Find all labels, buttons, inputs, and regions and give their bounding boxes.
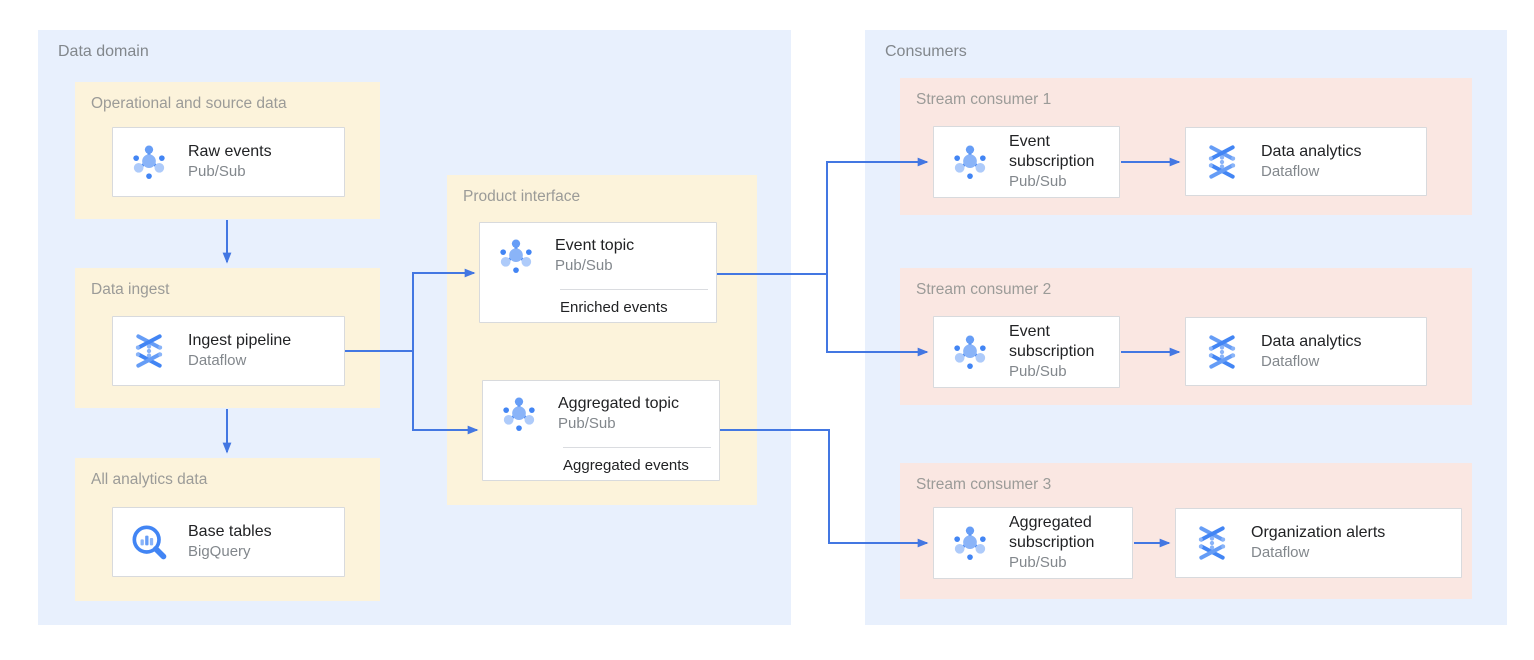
pubsub-icon [496, 236, 536, 276]
card-title: Organization alerts [1251, 524, 1386, 541]
group-stream-consumer-1: Stream consumer 1 Event subscription Pub… [900, 78, 1472, 215]
pubsub-icon [950, 523, 990, 563]
card-raw-events: Raw events Pub/Sub [112, 127, 345, 197]
pubsub-icon [950, 142, 990, 182]
card-aggregated-subscription: Aggregated subscription Pub/Sub [933, 507, 1133, 579]
card-aggregated-topic: Aggregated topic Pub/Sub Aggregated even… [482, 380, 720, 481]
pubsub-icon [499, 394, 539, 434]
dataflow-icon [1202, 332, 1242, 372]
card-event-subscription-1: Event subscription Pub/Sub [933, 126, 1120, 198]
card-service: Pub/Sub [1009, 173, 1067, 190]
dataflow-icon [1192, 523, 1232, 563]
bigquery-icon [129, 522, 169, 562]
card-data-analytics-2: Data analytics Dataflow [1185, 317, 1427, 386]
card-title: Event topic [555, 237, 635, 254]
card-service: Pub/Sub [1009, 363, 1067, 380]
card-data-analytics-1: Data analytics Dataflow [1185, 127, 1427, 196]
consumers-label: Consumers [885, 43, 967, 60]
consumers-container: Consumers Stream consumer 1 Event subscr… [865, 30, 1507, 625]
data-domain-label: Data domain [58, 43, 149, 60]
card-service: Pub/Sub [188, 163, 246, 180]
group-label: Product interface [463, 188, 581, 205]
dataflow-icon [1202, 142, 1242, 182]
card-note: Enriched events [560, 289, 708, 316]
card-event-topic: Event topic Pub/Sub Enriched events [479, 222, 717, 323]
card-service: Pub/Sub [1009, 554, 1067, 571]
card-title: Aggregated subscription [1009, 514, 1095, 551]
pubsub-icon [129, 142, 169, 182]
card-service: Dataflow [188, 352, 247, 369]
dataflow-icon [129, 331, 169, 371]
card-service: Pub/Sub [555, 257, 613, 274]
card-service: BigQuery [188, 543, 251, 560]
group-label: Data ingest [91, 281, 170, 298]
group-label: Stream consumer 2 [916, 281, 1052, 298]
card-service: Dataflow [1251, 544, 1310, 561]
card-title: Aggregated topic [558, 395, 679, 412]
card-ingest-pipeline: Ingest pipeline Dataflow [112, 316, 345, 386]
card-title: Base tables [188, 523, 272, 540]
card-title: Event subscription [1009, 323, 1095, 360]
card-service: Dataflow [1261, 352, 1320, 370]
group-label: All analytics data [91, 471, 208, 488]
pubsub-icon [950, 332, 990, 372]
group-stream-consumer-3: Stream consumer 3 Aggregated subscriptio… [900, 463, 1472, 599]
group-label: Stream consumer 1 [916, 91, 1052, 108]
group-stream-consumer-2: Stream consumer 2 Event subscription Pub… [900, 268, 1472, 405]
card-title: Data analytics [1261, 142, 1362, 160]
group-all-analytics-data: All analytics data Base tables BigQuery [75, 458, 380, 601]
card-title: Ingest pipeline [188, 332, 292, 349]
card-title: Raw events [188, 143, 272, 160]
group-label: Stream consumer 3 [916, 476, 1052, 493]
card-service: Dataflow [1261, 162, 1320, 180]
card-note: Aggregated events [563, 447, 711, 474]
card-title: Event subscription [1009, 133, 1095, 170]
group-label: Operational and source data [91, 95, 287, 112]
data-domain-container: Data domain Operational and source data … [38, 30, 791, 625]
card-service: Pub/Sub [558, 415, 616, 432]
group-operational-and-source-data: Operational and source data Raw events P… [75, 82, 380, 219]
group-product-interface: Product interface Event topic Pub/Sub En… [447, 175, 757, 505]
group-data-ingest: Data ingest Ingest pipeline Dataflow [75, 268, 380, 408]
card-organization-alerts: Organization alerts Dataflow [1175, 508, 1462, 578]
card-event-subscription-2: Event subscription Pub/Sub [933, 316, 1120, 388]
card-base-tables: Base tables BigQuery [112, 507, 345, 577]
card-title: Data analytics [1261, 332, 1362, 350]
